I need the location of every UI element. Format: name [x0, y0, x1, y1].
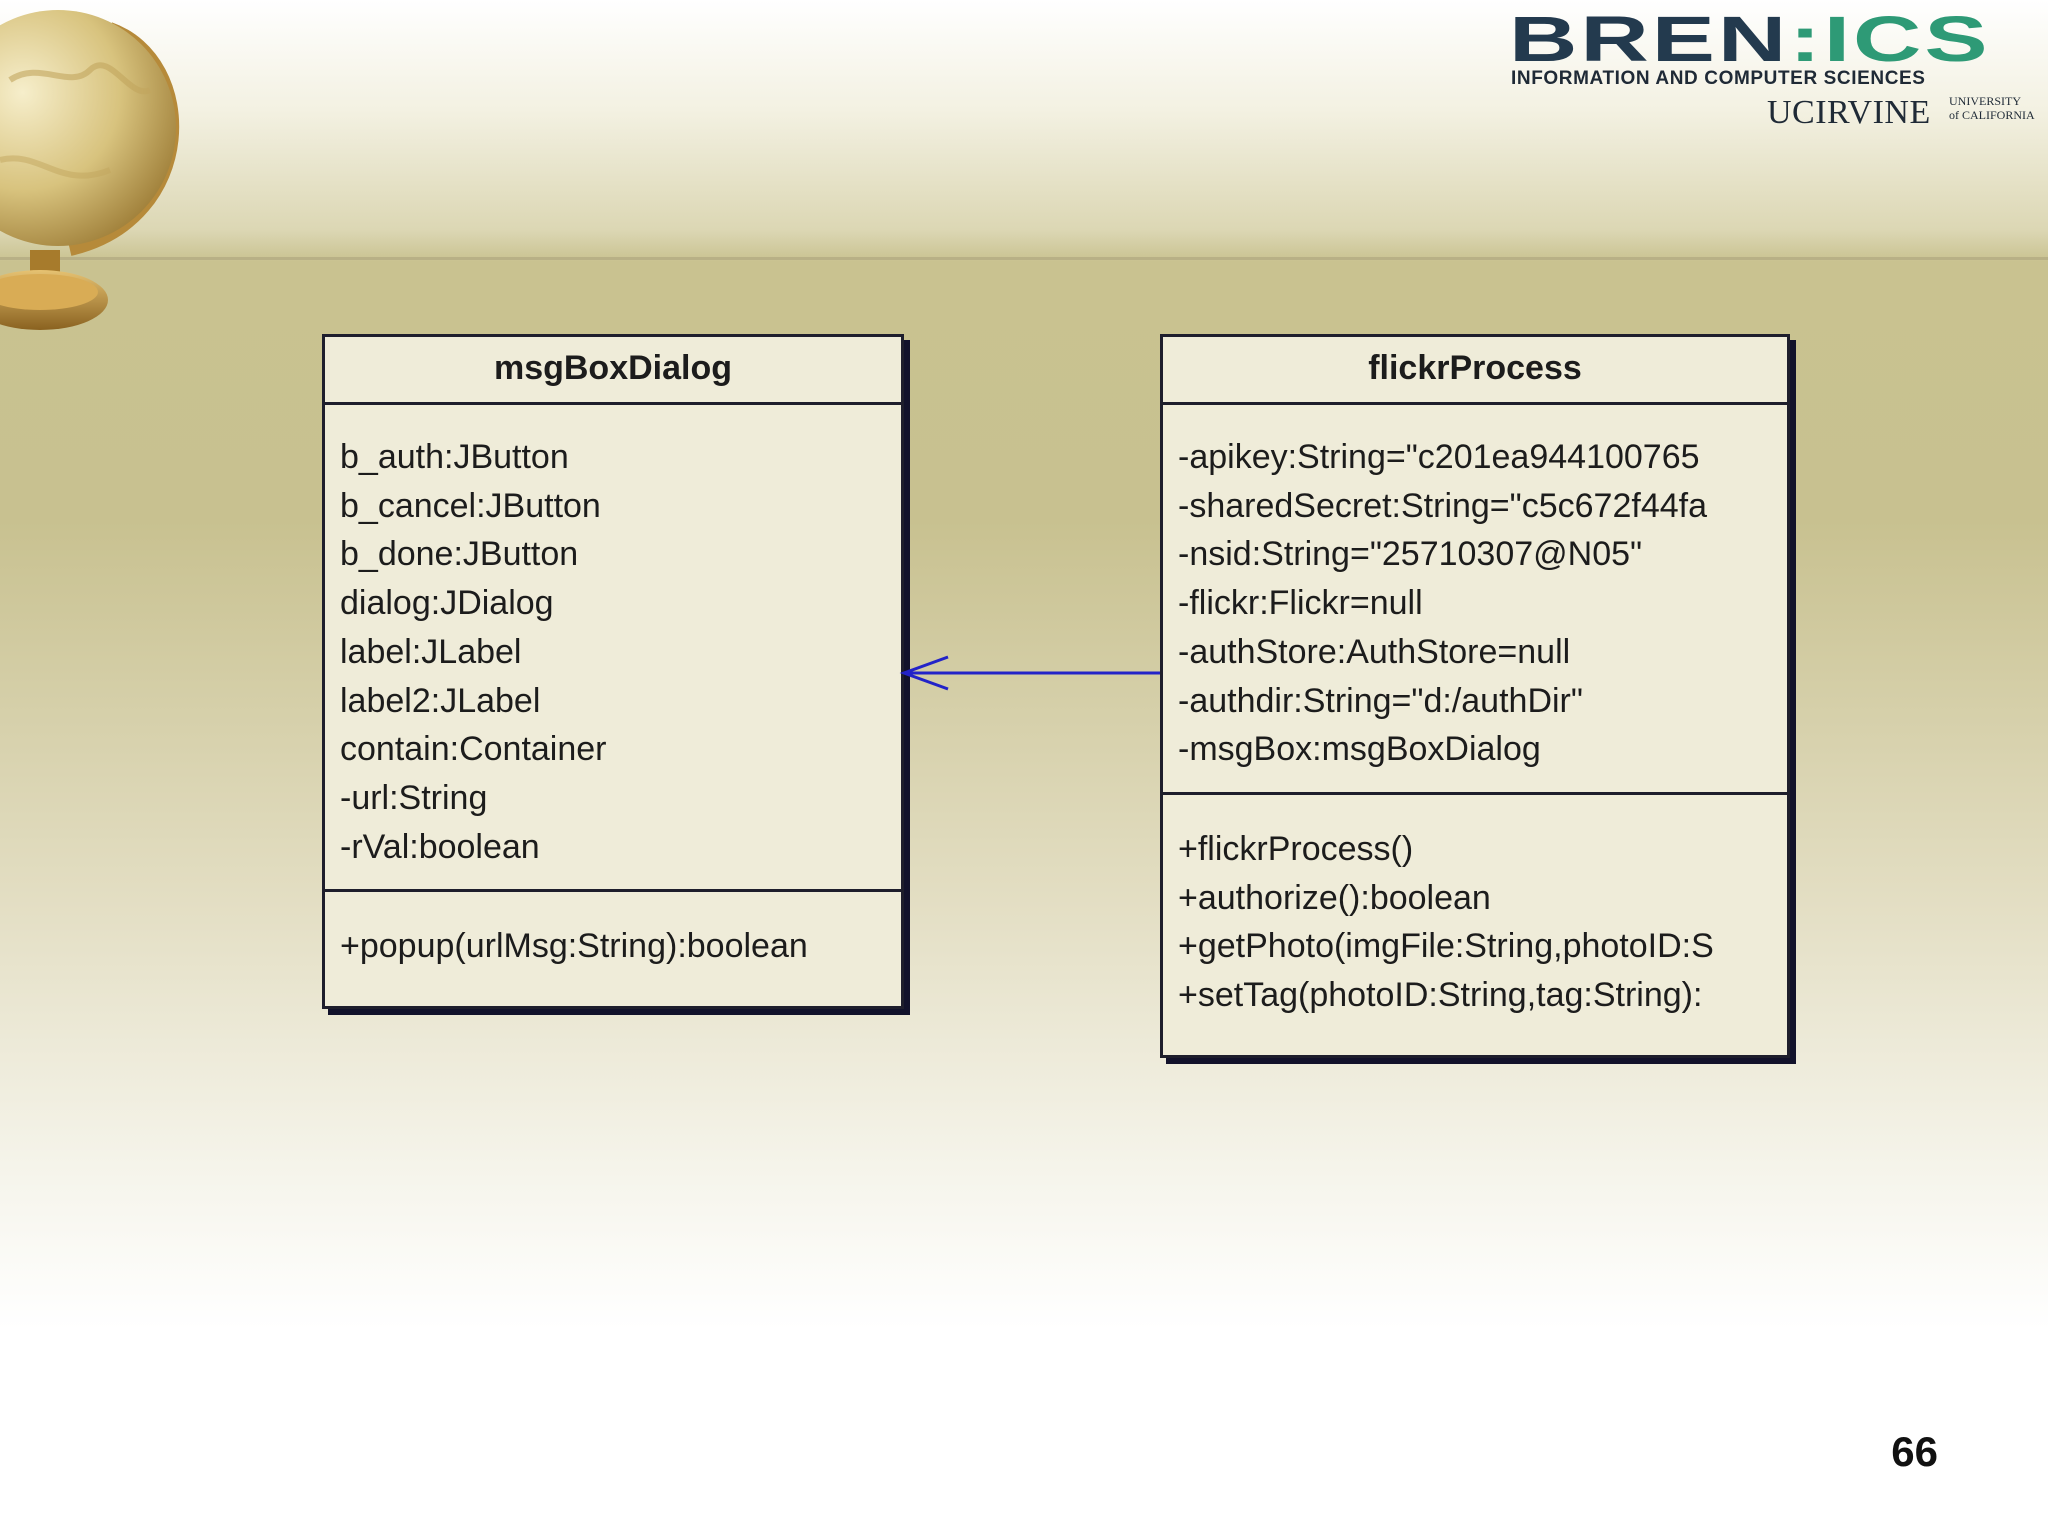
uml-class-msgboxdialog: msgBoxDialog b_auth:JButton b_cancel:JBut… [322, 334, 904, 1009]
class-member: -authStore:AuthStore=null [1178, 632, 1571, 671]
bren-ics-logo: BREN:ICS INFORMATION AND COMPUTER SCIENC… [1505, 4, 2048, 134]
attribute-compartment: b_auth:JButton b_cancel:JButton b_done:JBu… [325, 405, 901, 893]
globe-icon [0, 10, 180, 330]
class-member: -rVal:boolean [340, 827, 540, 866]
header-divider [0, 257, 2048, 260]
uml-class-flickrprocess: flickrProcess -apikey:String="c201ea9441… [1160, 334, 1790, 1058]
class-member: +getPhoto(imgFile:String,photoID:S [1178, 927, 1714, 966]
class-member: -msgBox:msgBoxDialog [1178, 730, 1541, 769]
class-member: -url:String [340, 778, 488, 817]
class-name: flickrProcess [1163, 337, 1787, 405]
page-number: 66 [1891, 1428, 1938, 1475]
operation-compartment: +popup(urlMsg:String):boolean [325, 892, 901, 989]
logo-wordmark: BREN:ICS [1509, 3, 1991, 75]
class-member: -authdir:String="d:/authDir" [1178, 681, 1583, 720]
class-member: +setTag(photoID:String,tag:String): [1178, 976, 1703, 1015]
arrowhead-icon [899, 655, 949, 691]
attribute-compartment: -apikey:String="c201ea944100765 -sharedSe… [1163, 405, 1787, 795]
logo-tagline: INFORMATION AND COMPUTER SCIENCES [1511, 68, 1926, 89]
class-member: -nsid:String="25710307@N05" [1178, 535, 1643, 574]
class-member: -sharedSecret:String="c5c672f44fa [1178, 486, 1707, 525]
class-name: msgBoxDialog [325, 337, 901, 405]
class-member: +popup(urlMsg:String):boolean [340, 927, 808, 966]
class-member: b_auth:JButton [340, 438, 569, 476]
operation-compartment: +flickrProcess() +authorize():boolean +get… [1163, 795, 1787, 1038]
class-member: label:JLabel [340, 632, 522, 671]
class-member: -apikey:String="c201ea944100765 [1178, 438, 1700, 476]
class-member: contain:Container [340, 730, 607, 769]
class-member: +flickrProcess() [1178, 829, 1414, 868]
class-member: label2:JLabel [340, 681, 541, 720]
class-member: +authorize():boolean [1178, 878, 1491, 917]
class-member: -flickr:Flickr=null [1178, 584, 1423, 623]
class-member: b_cancel:JButton [340, 486, 601, 525]
class-member: b_done:JButton [340, 535, 579, 574]
class-member: dialog:JDialog [340, 584, 554, 623]
logo-university: UCIRVINE [1767, 94, 1931, 131]
